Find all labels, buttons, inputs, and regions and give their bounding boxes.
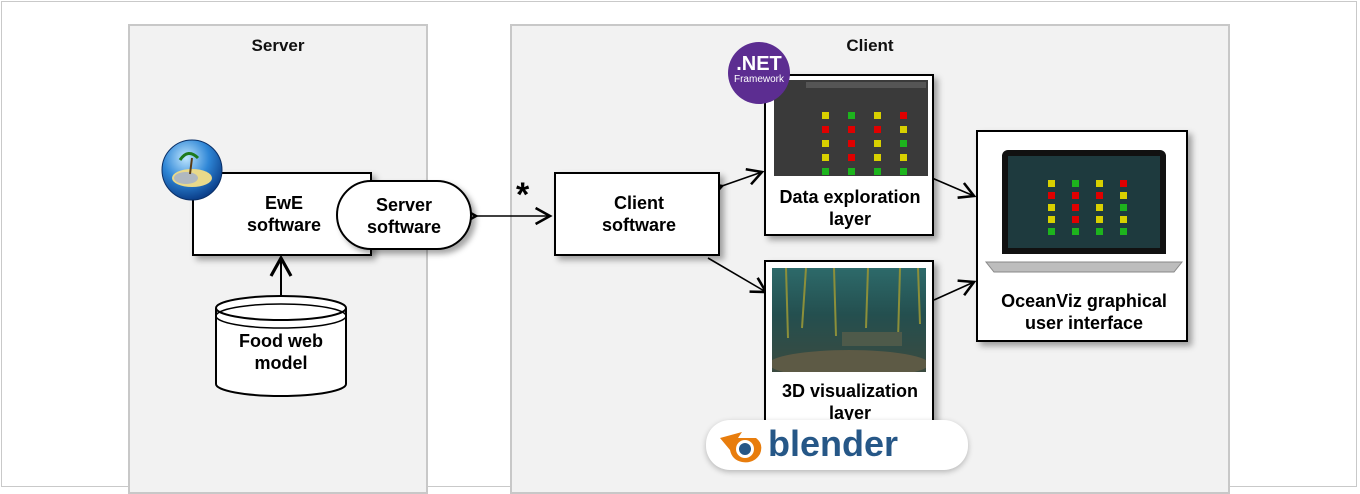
gui-cell-4-3 (1120, 228, 1127, 235)
laptop-screen (1002, 150, 1166, 254)
asterisk-mark: * (516, 176, 530, 214)
gui-cell-4-0 (1048, 228, 1055, 235)
data-exploration-cell-1-1 (848, 126, 855, 133)
oceanviz-gui-label: OceanViz graphical user interface (1001, 291, 1167, 333)
gui-cell-2-0 (1048, 204, 1055, 211)
dotnet-logo-text: .NET (736, 53, 782, 75)
data-exploration-cell-0-0 (822, 112, 829, 119)
data-exploration-label: Data exploration layer (779, 187, 921, 229)
gui-cell-3-0 (1048, 216, 1055, 223)
client-software-box: Client software (554, 172, 720, 256)
gui-cell-0-0 (1048, 180, 1055, 187)
data-exploration-cell-3-0 (822, 154, 829, 161)
server-panel-title: Server (251, 36, 305, 55)
kelp-forest-graphic (772, 268, 926, 372)
server-software-label: Server software (366, 195, 442, 237)
gui-cell-1-3 (1120, 192, 1127, 199)
gui-cell-3-3 (1120, 216, 1127, 223)
gui-cell-2-2 (1096, 204, 1103, 211)
viz-3d-label: 3D visualization layer (781, 381, 919, 423)
data-exploration-cell-0-1 (848, 112, 855, 119)
food-web-label: Food web model (239, 331, 323, 373)
data-exploration-cell-4-2 (874, 168, 881, 175)
blender-logo: blender (706, 420, 968, 470)
gui-cell-1-2 (1096, 192, 1103, 199)
viz-3d-box: 3D visualization layer (764, 260, 934, 426)
gui-cell-0-2 (1096, 180, 1103, 187)
data-exploration-cell-2-0 (822, 140, 829, 147)
dotnet-logo: .NET Framework (728, 42, 790, 104)
gui-cell-0-3 (1120, 180, 1127, 187)
data-exploration-cell-4-1 (848, 168, 855, 175)
gui-cell-4-1 (1072, 228, 1079, 235)
viz-3d-scene (772, 268, 926, 372)
data-exploration-cell-1-0 (822, 126, 829, 133)
data-exploration-cell-1-3 (900, 126, 907, 133)
data-exploration-cell-2-1 (848, 140, 855, 147)
gui-cell-4-2 (1096, 228, 1103, 235)
gui-cell-3-1 (1072, 216, 1079, 223)
data-exploration-cell-2-3 (900, 140, 907, 147)
blender-icon (720, 432, 762, 463)
gui-cell-1-0 (1048, 192, 1055, 199)
data-exploration-cell-4-0 (822, 168, 829, 175)
data-exploration-cell-3-2 (874, 154, 881, 161)
gui-cell-2-1 (1072, 204, 1079, 211)
server-software-box: Server software (336, 180, 472, 250)
ewe-software-label: EwE software (246, 193, 322, 235)
oceanviz-gui-box: OceanViz graphical user interface (976, 130, 1188, 342)
data-exploration-cell-3-3 (900, 154, 907, 161)
gui-cell-2-3 (1120, 204, 1127, 211)
blender-wordmark: blender (768, 423, 899, 464)
data-exploration-cell-0-2 (874, 112, 881, 119)
data-exploration-cell-3-1 (848, 154, 855, 161)
gui-cell-3-2 (1096, 216, 1103, 223)
data-exploration-cell-2-2 (874, 140, 881, 147)
client-panel-title: Client (846, 36, 894, 55)
data-exploration-cell-0-3 (900, 112, 907, 119)
gui-cell-0-1 (1072, 180, 1079, 187)
arrow-3d-gui (933, 279, 977, 301)
gui-cell-1-1 (1072, 192, 1079, 199)
arrow-client-dataexp (705, 167, 765, 200)
dotnet-logo-subtext: Framework (733, 74, 784, 85)
laptop-graphic (984, 180, 1184, 273)
client-software-label: Client software (601, 193, 677, 235)
data-exploration-box: Data exploration layer (764, 74, 934, 236)
data-exploration-cell-4-3 (900, 168, 907, 175)
data-exploration-grid (806, 82, 926, 175)
arrow-dataexp-gui (931, 177, 977, 199)
arrow-client-3d (707, 257, 769, 294)
data-exploration-cell-1-2 (874, 126, 881, 133)
